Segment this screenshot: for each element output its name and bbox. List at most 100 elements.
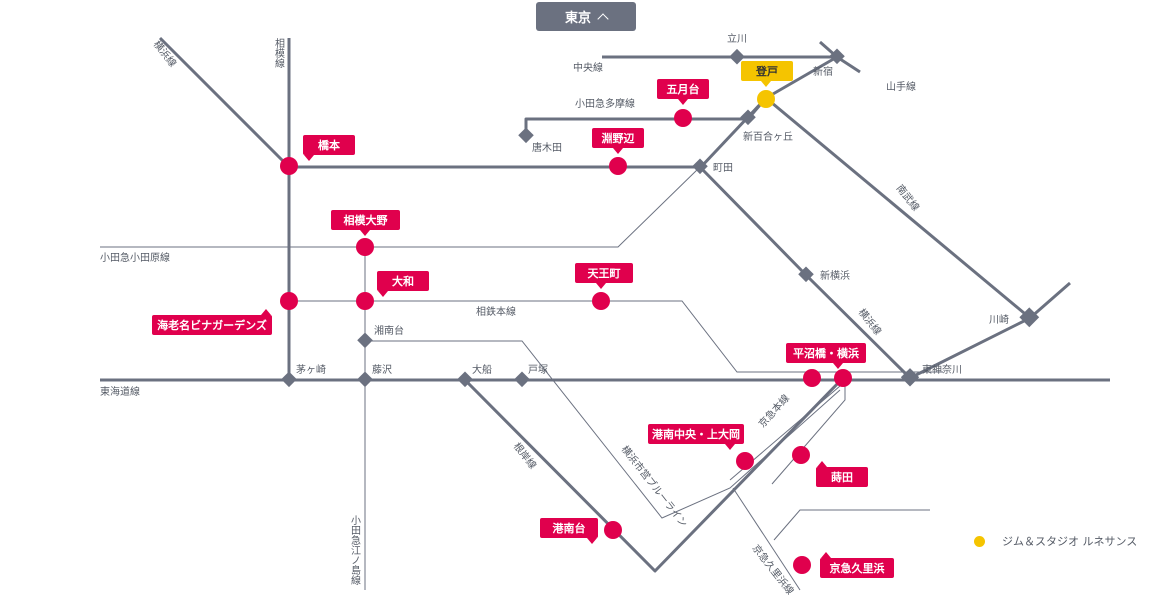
station-shinyokohama-label: 新横浜 <box>820 269 850 282</box>
gym-hiranuma-dot[interactable] <box>803 369 821 387</box>
gym-konandai-tag[interactable] <box>540 518 598 538</box>
line-odakyu-tama <box>524 97 768 137</box>
gym-tennocho-dot[interactable] <box>592 292 610 310</box>
line-blue <box>365 340 841 519</box>
gym-mutsuura[interactable]: 蒔田 <box>792 446 868 487</box>
gym-hiranuma-tag[interactable] <box>786 343 866 363</box>
legend: ジム＆スタジオ ルネサンス <box>974 533 1137 549</box>
gym-fuchinobe-pointer <box>613 148 623 154</box>
gym-konandai-dot[interactable] <box>604 521 622 539</box>
gym-kurihama-pointer <box>821 552 831 558</box>
gym-tennocho-pointer <box>596 283 606 289</box>
gym-hashimoto-dot[interactable] <box>280 157 298 175</box>
gym-ebina-tag[interactable] <box>152 315 272 335</box>
station-shinyokohama-marker[interactable] <box>798 266 814 283</box>
line-keikyu-kurihama <box>732 487 801 591</box>
gym-noborito[interactable]: 登戸 <box>741 61 793 108</box>
line-label-blue: 横浜市営ブルーライン <box>619 443 691 530</box>
thin-lines <box>100 166 943 591</box>
gym-satsukidai-tag[interactable] <box>657 79 709 99</box>
station-chigasaki-label: 茅ヶ崎 <box>296 363 326 376</box>
station-higashikanagawa-marker[interactable] <box>900 368 920 387</box>
gym-sagamiono-dot[interactable] <box>356 238 374 256</box>
line-label-odakyu-odawara: 小田急小田原線 <box>100 251 170 264</box>
station-karakida-marker[interactable] <box>518 127 534 144</box>
gym-hiranuma-label: 平沼橋・横浜 <box>793 346 859 360</box>
station-tachikawa-label: 立川 <box>727 32 747 45</box>
station-higashikanagawa-label: 東神奈川 <box>922 363 962 376</box>
gym-sagamiono-tag[interactable] <box>331 210 400 230</box>
gym-kurihama-dot[interactable] <box>793 556 811 574</box>
line-misc <box>773 509 930 541</box>
gym-konan-dot[interactable] <box>736 452 754 470</box>
gym-tennocho[interactable]: 天王町 <box>575 263 633 310</box>
station-ofuna-label: 大船 <box>472 363 492 376</box>
gym-kurihama-tag[interactable] <box>820 558 894 578</box>
gym-ebina[interactable]: 海老名ビナガーデンズ <box>152 292 298 335</box>
line-label-yokohama: 横浜線 <box>856 306 885 338</box>
gym-noborito-dot[interactable] <box>757 90 775 108</box>
station-fujisawa-marker[interactable] <box>357 371 373 388</box>
area-toggle-button[interactable]: 東京 <box>536 2 636 31</box>
gym-fuchinobe[interactable]: 淵野辺 <box>592 128 644 175</box>
gym-konandai-label: 港南台 <box>553 521 586 535</box>
gym-yamato-label: 大和 <box>392 274 414 288</box>
gym-hiranuma-dot-2[interactable] <box>834 369 852 387</box>
gym-satsukidai-dot[interactable] <box>674 109 692 127</box>
station-totsuka-marker[interactable] <box>514 371 530 388</box>
gym-hashimoto-tag[interactable] <box>303 135 355 155</box>
gym-hiranuma[interactable]: 平沼橋・横浜 <box>786 343 866 387</box>
gym-konan-pointer <box>725 444 735 450</box>
gym-noborito-tag[interactable] <box>741 61 793 81</box>
gym-konan-tag[interactable] <box>648 424 744 444</box>
gym-sagamiono[interactable]: 相模大野 <box>331 210 400 256</box>
line-label-chuo: 中央線 <box>573 61 603 74</box>
line-kawasaki-branch <box>909 281 1071 380</box>
gym-hashimoto-pointer <box>304 155 314 161</box>
gym-noborito-label: 登戸 <box>755 64 778 78</box>
gym-satsukidai[interactable]: 五月台 <box>657 79 709 127</box>
gym-ebina-dot[interactable] <box>280 292 298 310</box>
gym-hiranuma-pointer <box>833 363 843 369</box>
station-shinyurigaoka-label: 新百合ヶ丘 <box>743 130 793 143</box>
station-shonandai-label: 湘南台 <box>374 324 404 337</box>
gym-tennocho-label: 天王町 <box>588 267 621 280</box>
line-label-yamanote: 山手線 <box>886 80 916 93</box>
line-label-keikyu-main: 京急本線 <box>756 392 792 430</box>
station-labels: 立川 新宿 新百合ヶ丘 唐木田 町田 新横浜 川崎 東神奈川 湘南台 茅ヶ崎 藤… <box>296 32 1009 376</box>
gym-mutsuura-label: 蒔田 <box>831 470 853 484</box>
gym-hashimoto[interactable]: 橋本 <box>280 135 355 175</box>
station-totsuka-label: 戸塚 <box>528 364 548 376</box>
gym-kurihama[interactable]: 京急久里浜 <box>793 552 894 578</box>
line-label-tokaido: 東海道線 <box>100 385 140 398</box>
gym-yamato-tag[interactable] <box>377 271 429 291</box>
station-chigasaki-marker[interactable] <box>281 371 297 388</box>
gym-mutsuura-pointer <box>817 461 827 467</box>
gym-yamato[interactable]: 大和 <box>356 271 429 310</box>
station-ofuna-marker[interactable] <box>457 371 473 388</box>
gym-fuchinobe-tag[interactable] <box>592 128 644 148</box>
gym-mutsuura-tag[interactable] <box>816 467 868 487</box>
line-label-negishi: 根岸線 <box>511 440 540 472</box>
gym-yamato-dot[interactable] <box>356 292 374 310</box>
gym-konan-label: 港南中央・上大岡 <box>652 427 740 441</box>
station-machida-marker[interactable] <box>692 158 708 175</box>
gym-tennocho-tag[interactable] <box>575 263 633 283</box>
gym-yamato-pointer <box>378 291 388 297</box>
gym-konandai[interactable]: 港南台 <box>540 518 622 544</box>
gym-sagamiono-label: 相模大野 <box>344 213 388 227</box>
station-kawasaki-label: 川崎 <box>989 313 1009 326</box>
line-label-sagami: 相模線 <box>273 37 285 68</box>
gym-mutsuura-dot[interactable] <box>792 446 810 464</box>
gym-hashimoto-label: 橋本 <box>318 138 340 152</box>
station-karakida-label: 唐木田 <box>532 141 562 154</box>
gym-fuchinobe-dot[interactable] <box>609 157 627 175</box>
line-yokohama-nw <box>158 36 291 169</box>
line-nambu <box>765 96 1031 320</box>
gym-sagamiono-pointer <box>360 230 370 236</box>
gym-konan[interactable]: 港南中央・上大岡 <box>648 424 754 470</box>
line-label-sotetsu: 相鉄本線 <box>476 305 516 318</box>
station-shonandai-marker[interactable] <box>357 332 373 349</box>
legend-label: ジム＆スタジオ ルネサンス <box>1002 535 1138 548</box>
